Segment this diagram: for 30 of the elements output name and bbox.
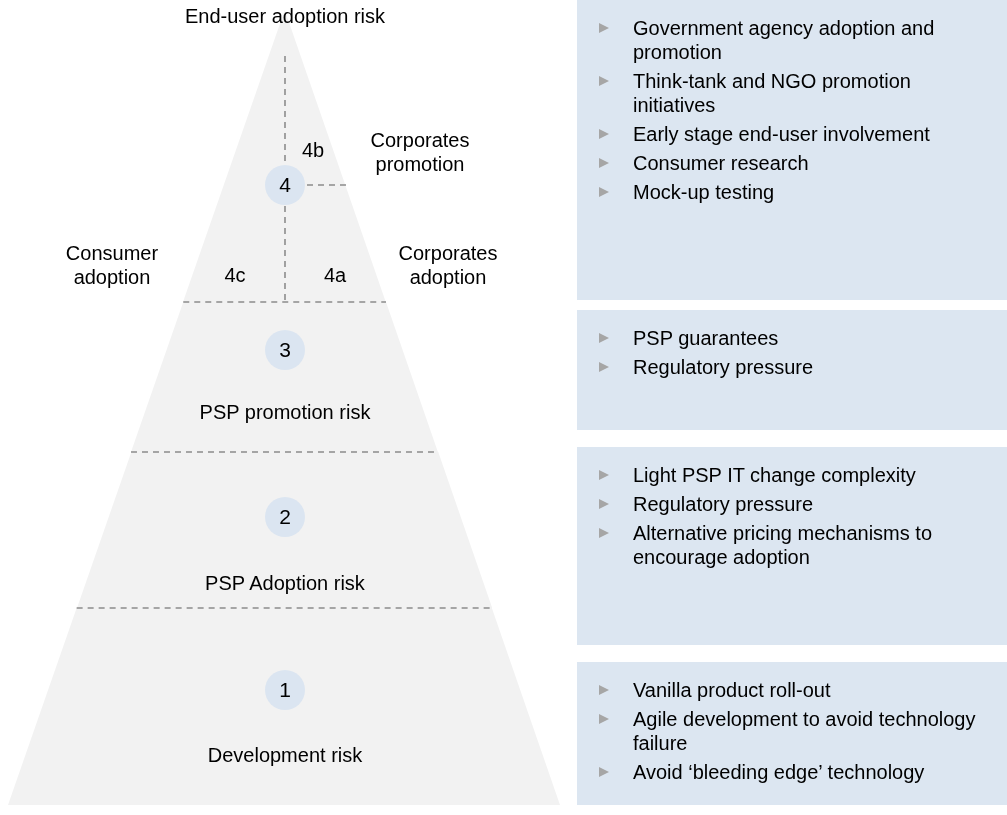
info-panel <box>577 310 1007 430</box>
region-label: Corporates adoption <box>397 241 499 289</box>
tier-label: PSP Adoption risk <box>205 571 365 595</box>
bullet-item: Agile development to avoid technology failure <box>633 708 976 754</box>
pyramid-tier <box>131 302 438 452</box>
region-label: 4b <box>301 138 325 162</box>
info-panel <box>577 662 1007 805</box>
region-label: 4c <box>224 263 246 287</box>
bullet-item: Avoid ‘bleeding edge’ technology <box>633 761 925 783</box>
bullet-item: Consumer research <box>633 152 809 174</box>
region-label: Consumer adoption <box>64 241 160 289</box>
tier-label: End-user adoption risk <box>184 4 386 28</box>
bullet-item: Mock-up testing <box>633 181 775 203</box>
bullet-item: Regulatory pressure <box>633 356 814 378</box>
region-label: Corporates promotion <box>369 128 471 176</box>
tier-label: PSP promotion risk <box>199 400 371 424</box>
bullet-item: Regulatory pressure <box>633 493 814 515</box>
bullet-item: Vanilla product roll-out <box>633 679 831 701</box>
info-panel <box>577 447 1007 645</box>
info-panel <box>577 0 1007 300</box>
pyramid-tier <box>8 608 560 805</box>
region-label: 4a <box>323 263 347 287</box>
bullet-item: Alternative pricing mechanisms to encourage adoption <box>633 522 932 568</box>
bullet-item: Think-tank and NGO promotion initiatives <box>633 70 911 116</box>
bullet-item: Light PSP IT change complexity <box>633 464 916 486</box>
bullet-item: Early stage end-user involvement <box>633 123 930 145</box>
bullet-item: Government agency adoption and promotion <box>633 17 935 63</box>
tier-label: Development risk <box>207 743 363 767</box>
pyramid-tier <box>76 452 492 608</box>
bullet-item: PSP guarantees <box>633 327 779 349</box>
